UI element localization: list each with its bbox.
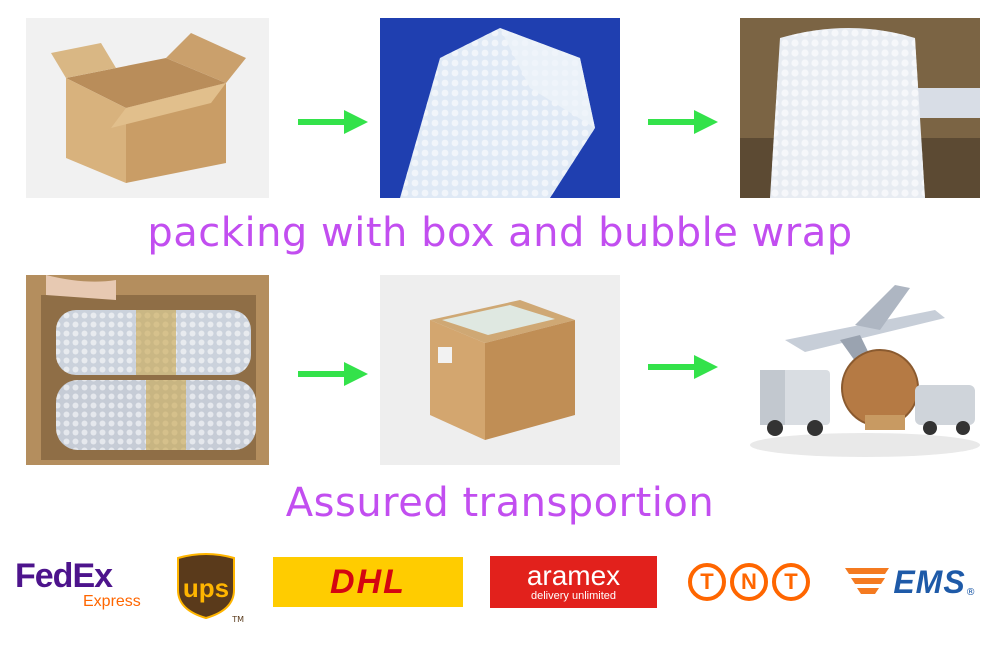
tnt-letter-n: N [730, 563, 768, 601]
shipping-plane-trucks-photo [745, 270, 985, 465]
ups-logo-text: ups [182, 572, 230, 603]
ups-trademark: TM [232, 615, 244, 624]
fedex-logo: FedEx Express [15, 555, 155, 615]
dhl-logo: DHL [273, 557, 463, 607]
arrow-right-icon [648, 355, 718, 379]
ems-logo-text: EMS [893, 563, 966, 600]
wrapped-items-in-box-photo [26, 275, 269, 465]
tnt-letter-t2: T [772, 563, 810, 601]
fedex-express-label: Express [83, 593, 141, 610]
aramex-logo-text: aramex [526, 560, 621, 591]
arrow-right-icon [648, 110, 718, 134]
ups-logo: ups TM [172, 550, 244, 624]
tnt-logo: T N T [684, 560, 814, 604]
packing-caption: packing with box and bubble wrap [147, 210, 853, 256]
transport-caption: Assured transportion [285, 480, 715, 526]
arrow-right-icon [298, 362, 368, 386]
arrow-right-icon [298, 110, 368, 134]
fedex-logo-text: FedEx [15, 557, 113, 595]
sealed-shipping-box-photo [380, 275, 620, 465]
aramex-tagline: delivery unlimited [531, 590, 616, 602]
bubble-wrap-sheet-photo [380, 18, 620, 198]
ems-wing-icon [845, 568, 890, 594]
tnt-letter-t1: T [688, 563, 726, 601]
ems-registered-mark: ® [965, 587, 976, 598]
open-cardboard-box-photo [26, 18, 269, 198]
aramex-logo: aramex delivery unlimited [490, 556, 657, 608]
dhl-logo-text: DHL [330, 562, 406, 601]
bubble-wrapped-item-photo [740, 18, 980, 198]
ems-logo: EMS ® [838, 560, 983, 604]
